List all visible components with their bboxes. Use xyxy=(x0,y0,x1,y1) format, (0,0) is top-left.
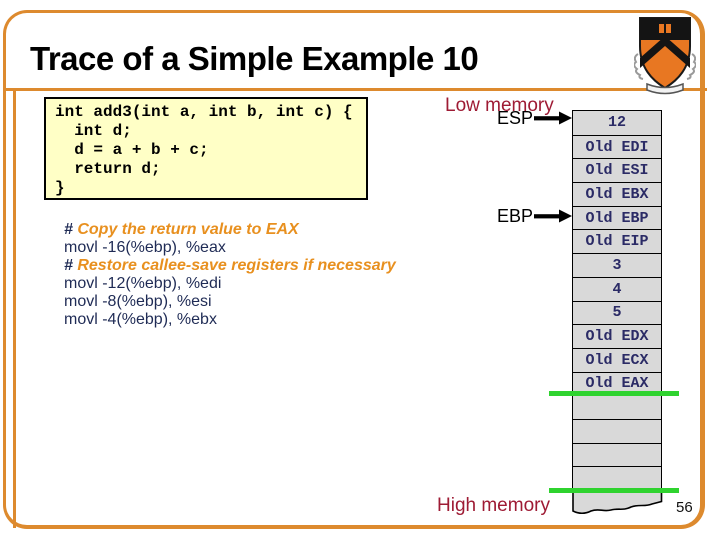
ebp-register-label: EBP xyxy=(497,206,534,226)
green-highlight-line-top xyxy=(549,391,679,396)
stack-cell: Old EDI xyxy=(573,134,661,159)
c-code-line: d = a + b + c; xyxy=(55,141,209,159)
c-code-line: return d; xyxy=(55,160,161,178)
assembly-line: # Restore callee-save registers if neces… xyxy=(64,257,396,275)
low-memory-label: Low memory xyxy=(445,95,554,116)
stack-cell: Old ESI xyxy=(573,158,661,183)
c-code-line: int add3(int a, int b, int c) { xyxy=(55,103,353,121)
stack-torn-edge xyxy=(571,489,662,515)
stack-memory-table: 12 Old EDI Old ESI Old EBX Old EBP Old E… xyxy=(572,110,662,490)
stack-cell-label: Old EDX xyxy=(585,328,649,346)
c-code-line: } xyxy=(55,179,65,197)
assembly-listing: # Copy the return value to EAX movl -16(… xyxy=(64,221,396,329)
stack-cell-label: Old EDI xyxy=(585,138,649,156)
stack-cell: Old EBP xyxy=(573,205,661,230)
stack-cell-label: Old ESI xyxy=(585,162,649,180)
assembly-line: movl -16(%ebp), %eax xyxy=(64,239,396,257)
stack-cell xyxy=(573,466,661,490)
assembly-line-text: movl -12(%ebp), %edi xyxy=(64,275,222,292)
stack-cell: 12 xyxy=(573,111,661,135)
page-title: Trace of a Simple Example 10 xyxy=(30,40,479,77)
assembly-line-text: movl -4(%ebp), %ebx xyxy=(64,311,217,328)
comment-hash: # xyxy=(64,221,73,238)
stack-cell: Old ECX xyxy=(573,347,661,372)
ebp-pointer-arrow-icon xyxy=(534,209,572,223)
assembly-line-text: Copy the return value to EAX xyxy=(72,221,299,238)
c-code-line: int d; xyxy=(55,122,132,140)
stack-cell: Old EAX xyxy=(573,371,661,396)
slide-border-frame xyxy=(3,10,705,529)
stack-cell-label: 12 xyxy=(607,114,626,132)
comment-hash: # xyxy=(64,257,73,274)
assembly-line-text: Restore callee-save registers if necessa… xyxy=(72,257,396,274)
esp-pointer-arrow-icon xyxy=(534,111,572,125)
stack-cell: Old EIP xyxy=(573,229,661,254)
stack-cell-label: 3 xyxy=(612,256,622,274)
high-memory-label: High memory xyxy=(437,495,550,516)
stack-cell xyxy=(573,395,661,419)
title-separator-line xyxy=(3,88,707,91)
esp-register-label: ESP xyxy=(497,108,534,128)
green-highlight-line-bottom xyxy=(549,488,679,493)
stack-cell: 4 xyxy=(573,276,661,301)
stack-cell: 3 xyxy=(573,253,661,277)
stack-cell-label: Old EBX xyxy=(585,185,649,203)
stack-cell xyxy=(573,418,661,443)
stack-cell-label: Old EBP xyxy=(585,209,649,227)
princeton-shield-icon xyxy=(634,17,696,95)
assembly-line: movl -12(%ebp), %edi xyxy=(64,275,396,293)
assembly-line: # Copy the return value to EAX xyxy=(64,221,396,239)
assembly-line-text: movl -8(%ebp), %esi xyxy=(64,293,212,310)
c-code-box: int add3(int a, int b, int c) { int d; d… xyxy=(44,97,368,200)
stack-cell-label: Old EAX xyxy=(585,375,649,393)
assembly-line-text: movl -16(%ebp), %eax xyxy=(64,239,226,256)
stack-cell: Old EDX xyxy=(573,324,661,348)
stack-cell: 5 xyxy=(573,300,661,325)
assembly-line: movl -8(%ebp), %esi xyxy=(64,293,396,311)
slide-page-number: 56 xyxy=(676,499,693,516)
stack-cell-label: Old ECX xyxy=(585,351,649,369)
stack-cell: Old EBX xyxy=(573,182,661,206)
stack-cell xyxy=(573,442,661,467)
body-left-border-line xyxy=(13,89,16,528)
stack-cell-label: 4 xyxy=(612,280,622,298)
stack-cell-label: Old EIP xyxy=(585,233,649,251)
stack-cell-label: 5 xyxy=(612,304,622,322)
assembly-line: movl -4(%ebp), %ebx xyxy=(64,311,396,329)
